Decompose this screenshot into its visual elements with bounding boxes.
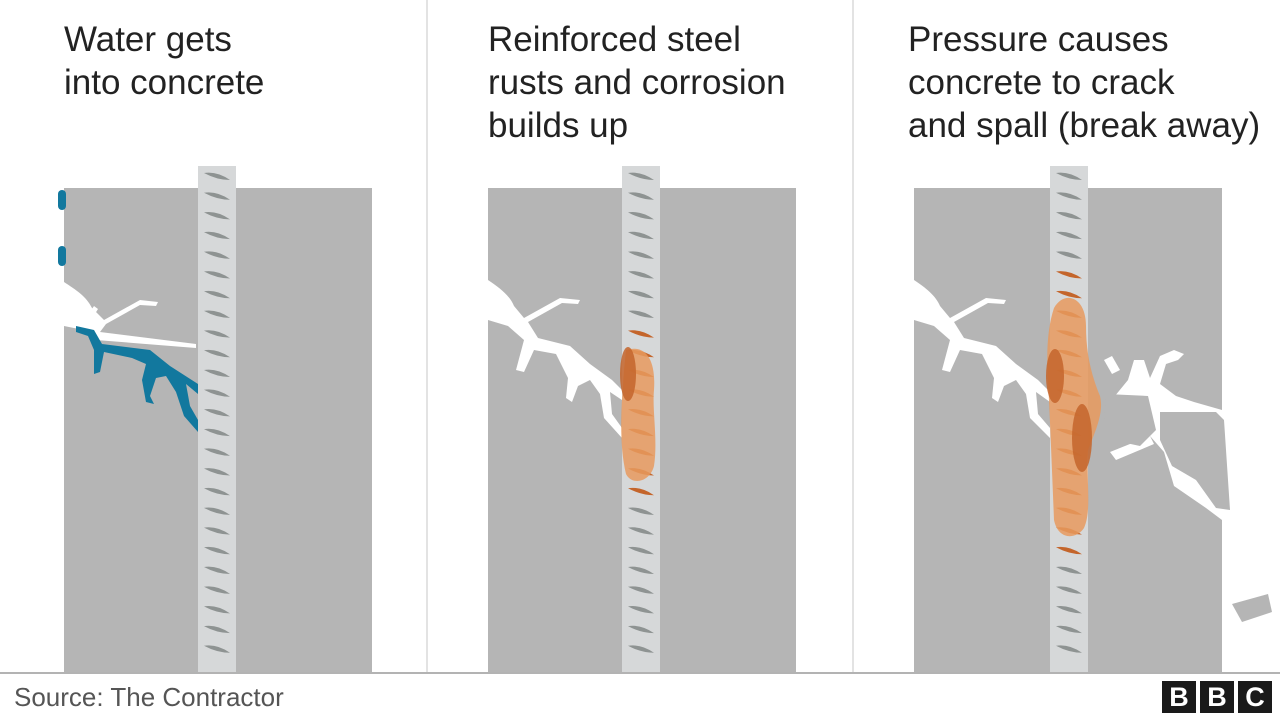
rebar-rib <box>204 546 230 555</box>
rebar-rib <box>204 566 230 574</box>
rebar-rib <box>628 507 654 515</box>
rebar-rib <box>204 409 230 417</box>
rebar-rib <box>204 389 230 397</box>
footer-divider <box>0 672 1280 674</box>
caption-line: Water gets <box>64 20 232 59</box>
rebar-rib <box>204 251 230 259</box>
rebar-rib <box>1056 566 1082 574</box>
rebar-rib <box>204 310 230 318</box>
rebar-rib <box>204 349 230 358</box>
rebar-rib <box>204 428 230 437</box>
rebar-rib <box>204 586 230 594</box>
crack <box>488 280 622 438</box>
water-seepage <box>58 190 198 432</box>
rebar-rib <box>628 271 654 279</box>
rebar-rib <box>204 468 230 476</box>
rebar-rib <box>1056 231 1082 240</box>
spalled-concrete-fragment <box>1104 394 1272 622</box>
source-credit: Source: The Contractor <box>14 682 284 712</box>
panel-2 <box>488 166 796 672</box>
rebar-rib <box>204 645 230 653</box>
rebar-rib <box>628 487 654 496</box>
caption-line: rusts and corrosion <box>488 63 786 102</box>
rebar-rib <box>204 172 230 180</box>
rebar-rib <box>628 310 654 318</box>
rebar-rib <box>1056 625 1082 634</box>
rebar-rib <box>628 231 654 240</box>
rebar-rib <box>1056 271 1082 279</box>
rebar-rib <box>1056 172 1082 180</box>
logo-letter: B <box>1200 681 1234 713</box>
rebar-rib <box>1056 645 1082 653</box>
rebar-rib <box>204 527 230 535</box>
rebar-rib <box>1056 192 1082 200</box>
rebar-rib <box>628 527 654 535</box>
crack <box>64 282 196 348</box>
caption-line: builds up <box>488 106 629 145</box>
rebar-rib <box>1056 586 1082 594</box>
panel-divider <box>852 0 854 672</box>
rebar-rib <box>1056 251 1082 259</box>
rebar-rib <box>204 507 230 515</box>
rebar-rib <box>204 192 230 200</box>
concrete-corrosion-diagram <box>58 166 1280 672</box>
rebar-rib <box>204 606 230 614</box>
rebar-rib <box>1056 606 1082 614</box>
panel-3-caption: Pressure causes concrete to crack and sp… <box>908 18 1260 147</box>
rust-corrosion <box>620 347 656 481</box>
rebar-rib <box>204 212 230 220</box>
logo-letter: B <box>1162 681 1196 713</box>
rust-corrosion <box>1046 297 1102 537</box>
rebar-rib <box>628 645 654 653</box>
rebar-rib <box>204 487 230 496</box>
rebar-rib <box>204 369 230 377</box>
rebar-rib <box>628 192 654 200</box>
rebar-rib <box>1056 290 1082 299</box>
rebar-ribs <box>204 172 230 653</box>
rebar-rib <box>628 566 654 574</box>
panel-1-caption: Water gets into concrete <box>64 18 264 104</box>
rebar-rib <box>628 212 654 220</box>
rebar-rib <box>628 330 654 338</box>
panel-2-caption: Reinforced steel rusts and corrosion bui… <box>488 18 786 147</box>
rebar-rib <box>204 271 230 279</box>
panel-1 <box>58 166 372 672</box>
rebar-rib <box>204 231 230 240</box>
rebar-rib <box>628 586 654 594</box>
rebar-rib <box>204 448 230 456</box>
caption-line: Reinforced steel <box>488 20 741 59</box>
rebar-rib <box>1056 212 1082 220</box>
panel-divider <box>426 0 428 672</box>
bbc-logo: B B C <box>1162 681 1272 713</box>
caption-line: into concrete <box>64 63 265 102</box>
rebar-rib <box>204 625 230 634</box>
rebar-rib <box>628 172 654 180</box>
panel-3 <box>914 166 1280 672</box>
rebar-rib <box>628 251 654 259</box>
caption-line: concrete to crack <box>908 63 1175 102</box>
rebar-rib <box>628 290 654 299</box>
caption-line: Pressure causes <box>908 20 1169 59</box>
rebar-rib <box>628 606 654 614</box>
rebar-rib <box>204 330 230 338</box>
logo-letter: C <box>1238 681 1272 713</box>
caption-line: and spall (break away) <box>908 106 1261 145</box>
rebar-rib <box>1056 546 1082 555</box>
steel-rebar <box>198 166 236 672</box>
rebar-rib <box>628 546 654 555</box>
rebar-rib <box>628 625 654 634</box>
rebar-rib <box>204 290 230 299</box>
